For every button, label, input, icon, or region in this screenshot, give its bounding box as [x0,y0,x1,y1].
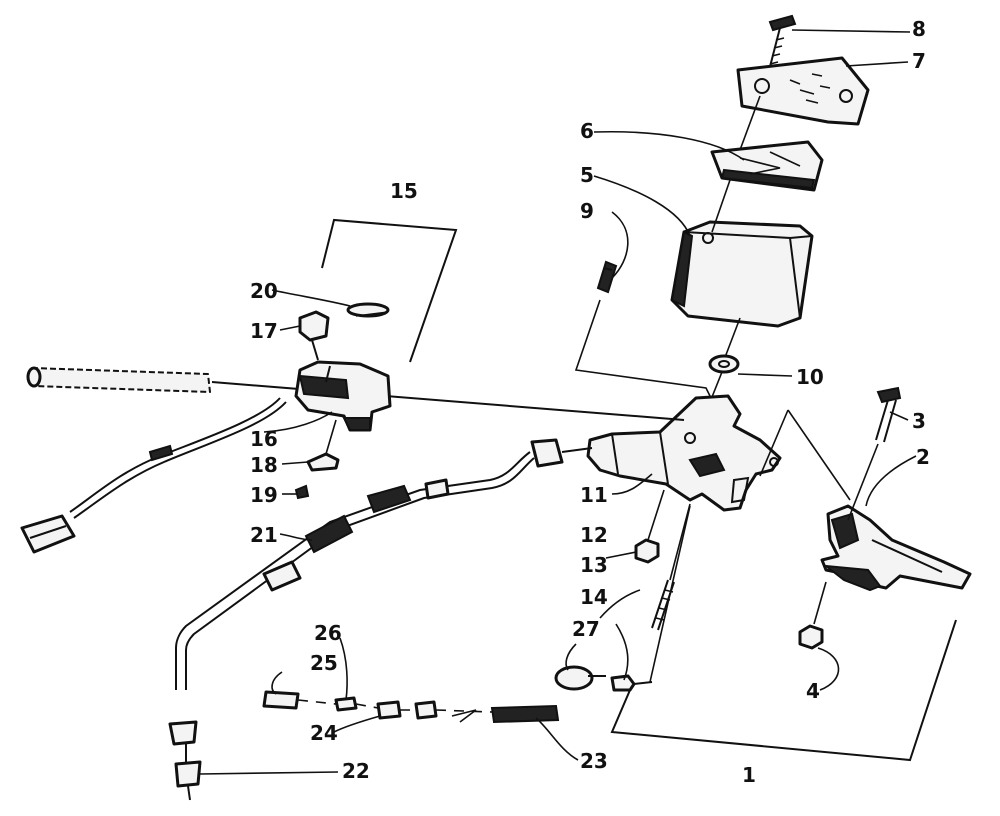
callout-13: 13 [580,553,608,577]
callout-21: 21 [250,523,278,547]
callout-19: 19 [250,483,278,507]
callout-27: 27 [572,617,600,641]
clip-26 [334,696,358,712]
bolt-3 [875,386,902,443]
callout-23: 23 [580,749,608,773]
leader-lines [199,29,917,775]
callout-22: 22 [342,759,370,783]
callout-2: 2 [916,445,930,469]
gasket-6 [710,140,824,192]
throttle-cable-21 [175,438,593,690]
callout-17: 17 [250,319,278,343]
callout-4: 4 [806,679,820,703]
callout-26: 26 [314,621,342,645]
callout-25: 25 [310,651,338,675]
sleeve-25 [262,690,300,710]
callout-3: 3 [912,409,926,433]
cable-end-22 [168,720,202,801]
screw-9 [596,260,618,294]
callout-12: 12 [580,523,608,547]
callout-10: 10 [796,365,824,389]
callout-labels: 8 7 6 5 9 10 3 2 11 12 13 14 27 4 1 15 2… [250,17,930,787]
clip-18 [306,452,340,472]
grip [26,366,211,393]
reservoir-5 [670,220,814,328]
callout-15: 15 [390,179,418,203]
switch-17 [298,310,330,361]
callout-24: 24 [310,721,338,745]
cover-7 [736,56,870,126]
callout-1: 1 [742,763,756,787]
callout-8: 8 [912,17,926,41]
callout-9: 9 [580,199,594,223]
washer-10 [708,354,740,374]
callout-20: 20 [250,279,278,303]
callout-16: 16 [250,427,278,451]
ferrule-24 [376,700,438,720]
brake-switch-14 [610,674,653,692]
callout-14: 14 [580,585,608,609]
nut-4 [798,624,824,650]
switch-housing-16 [294,360,392,432]
master-cylinder-11 [586,394,782,512]
boot-27 [554,665,606,691]
wiring-harness [20,397,287,554]
handlebar-axis-line [211,381,685,421]
lever-pivot-line [759,409,789,477]
screw-19 [294,484,310,500]
switch-bracket-15 [321,218,458,363]
callout-11: 11 [580,483,608,507]
callout-6: 6 [580,119,594,143]
callout-5: 5 [580,163,594,187]
leader-6-5-axis [711,179,731,233]
callout-18: 18 [250,453,278,477]
brake-lever-2 [820,504,972,592]
assembly-bracket-1 [610,619,957,762]
leader-8-7-axis [739,95,761,151]
callout-7: 7 [912,49,926,73]
leader-5-10-axis [723,317,741,361]
nut-12 [634,538,660,564]
cable-23 [451,704,560,724]
